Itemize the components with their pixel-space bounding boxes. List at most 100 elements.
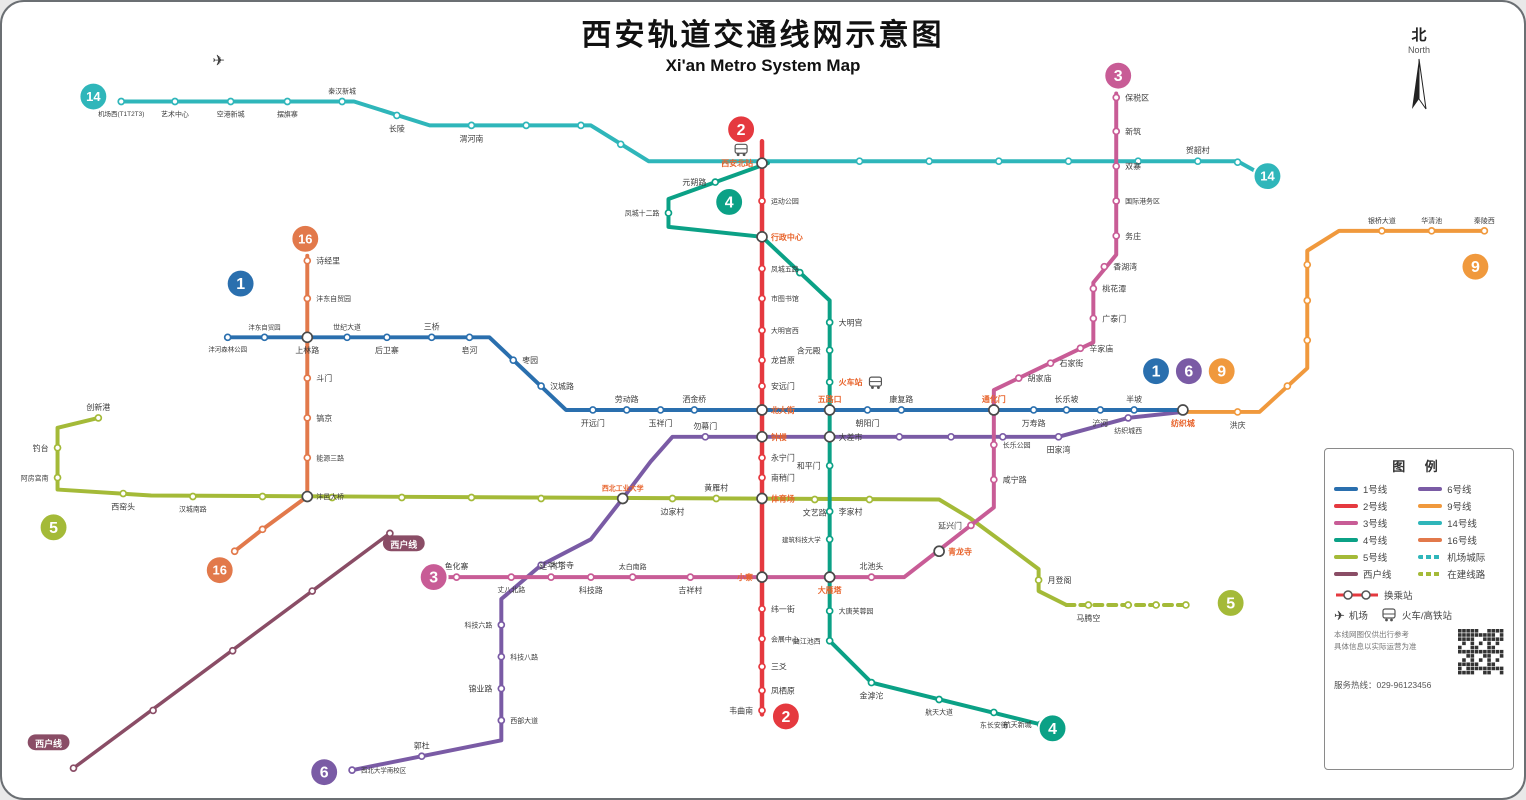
station-dot — [895, 432, 904, 441]
station-dot — [1378, 227, 1386, 235]
station-dot — [990, 440, 998, 449]
station-label: 秦陵西 — [1474, 216, 1495, 225]
station-dot — [303, 294, 312, 303]
metro-line-9 — [1180, 228, 1487, 414]
station-dot — [701, 432, 710, 441]
legend-line-row: 3号线 — [1334, 514, 1410, 531]
station-label: 创新港 — [86, 402, 110, 412]
station-label: 航天大道 — [925, 707, 953, 716]
station-dot — [94, 414, 103, 422]
station-label: 三爻 — [771, 663, 787, 672]
station-label: 咸宁路 — [1003, 475, 1027, 485]
line-badge-6 — [1173, 356, 1204, 387]
qr-module — [1478, 633, 1483, 637]
qr-module — [1483, 670, 1487, 675]
station-label: 西北工业大学 — [602, 484, 644, 493]
legend-line-row: 机场城际 — [1418, 548, 1504, 565]
qr-module — [1491, 637, 1496, 641]
station-dot — [507, 573, 516, 581]
station-label: 科技六路 — [465, 621, 493, 630]
legend-line-swatch — [1334, 571, 1358, 576]
station-dot — [990, 475, 998, 484]
transfer-station-dot — [301, 490, 314, 503]
station-dot — [1014, 374, 1023, 382]
station-label: 开远门 — [581, 418, 605, 428]
station-dot — [53, 443, 62, 452]
station-label: 航天新城 — [1004, 720, 1032, 729]
qr-module — [1487, 670, 1491, 675]
station-label: 秦汉新城 — [328, 87, 356, 96]
station-label: 西部大道 — [510, 716, 538, 725]
station-label: 镐京 — [316, 413, 332, 423]
station-dot — [1112, 93, 1121, 102]
station-dot — [417, 752, 426, 761]
legend-line-swatch — [1334, 554, 1358, 559]
station-dot — [230, 547, 239, 556]
station-label: 含元殿 — [797, 345, 821, 355]
legend-notes: 本线网图仅供出行参考具体信息以实际运营为准 — [1334, 629, 1452, 653]
line-badge-5 — [38, 512, 69, 543]
legend-hotline: 服务热线：029-96123456 — [1334, 680, 1432, 690]
station-dot — [758, 294, 766, 303]
qr-module — [1483, 633, 1487, 637]
qr-module — [1462, 633, 1466, 637]
legend-line-swatch — [1418, 537, 1443, 542]
station-label: 五路口 — [818, 394, 842, 404]
legend-line-label: 1号线 — [1363, 484, 1388, 496]
station-dot — [825, 318, 834, 327]
station-label: 大唐芙蓉园 — [839, 607, 874, 616]
line-badge-1 — [225, 268, 256, 299]
station-dot — [497, 652, 506, 661]
qr-module — [1458, 649, 1462, 654]
transfer-station-dot — [933, 545, 945, 558]
station-dot — [865, 495, 874, 504]
station-dot — [1303, 260, 1312, 269]
legend-transfer-label: 换乘站 — [1384, 591, 1413, 602]
station-dot — [308, 587, 317, 595]
station-dot — [925, 157, 933, 166]
station-dot — [758, 473, 766, 482]
legend-line-row: 1号线 — [1334, 480, 1410, 497]
station-label: 通化门 — [982, 394, 1006, 404]
station-dot — [393, 111, 401, 120]
qr-module — [1458, 670, 1462, 675]
train-station-icon — [734, 143, 748, 157]
train-station-icon — [868, 376, 883, 389]
station-label: 大明宫西 — [771, 326, 799, 335]
qr-module — [1487, 637, 1491, 641]
station-label: 科技八路 — [510, 652, 538, 661]
qr-code — [1458, 629, 1504, 675]
legend-line-label: 2号线 — [1363, 501, 1388, 513]
station-label: 务庄 — [1125, 231, 1141, 241]
station-dot — [149, 706, 157, 715]
station-label: 郭杜 — [414, 740, 430, 750]
station-label: 沣邑大桥 — [316, 492, 344, 501]
qr-module — [1487, 666, 1491, 671]
station-label: 玉祥门 — [649, 418, 673, 428]
station-dot — [758, 326, 766, 335]
station-label: 斗门 — [316, 373, 332, 383]
line-badge-number: 6 — [320, 765, 329, 782]
legend-line-label: 在建线路 — [1447, 569, 1486, 581]
qr-module — [1487, 662, 1491, 667]
qr-module — [1495, 649, 1500, 654]
station-dot — [758, 197, 766, 205]
station-dot — [758, 634, 766, 643]
station-dot — [260, 333, 269, 342]
station-dot — [758, 356, 766, 365]
station-label: 纺织城西 — [1114, 426, 1142, 435]
station-label: 贺韶村 — [1186, 145, 1210, 155]
station-dot — [467, 121, 476, 130]
station-label: 金滹沱 — [860, 691, 884, 701]
line-badge-3 — [1103, 60, 1134, 91]
station-label: 汉城路 — [550, 381, 574, 391]
station-dot — [810, 495, 819, 504]
station-dot — [587, 573, 595, 581]
line-tag — [382, 535, 425, 552]
qr-module — [1487, 629, 1491, 633]
qr-module — [1487, 633, 1491, 637]
line-badge-3 — [418, 562, 449, 593]
station-label: 纬一街 — [771, 604, 795, 614]
qr-module — [1458, 633, 1462, 637]
